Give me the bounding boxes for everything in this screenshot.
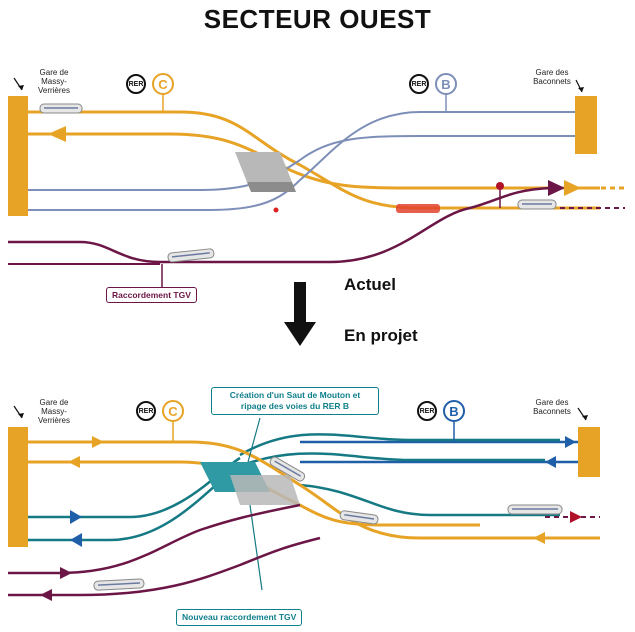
rer-badge-b-bottom: RER xyxy=(417,401,437,421)
station-baconnets-block-bottom xyxy=(578,427,600,477)
state-current-label: Actuel xyxy=(344,275,396,294)
rer-badge-c-bottom: RER xyxy=(136,401,156,421)
station-label-massy-top: Gare de Massy-Verrières xyxy=(37,68,70,95)
rer-b-badge-top: B xyxy=(435,73,457,95)
rer-c-track-upper-top xyxy=(28,110,600,210)
rer-badge-c-top: RER xyxy=(126,74,146,94)
signal-light-top xyxy=(496,182,504,190)
rer-b-track-lower-top xyxy=(28,111,575,211)
teal-track-b xyxy=(229,452,545,472)
state-planned-label: En projet xyxy=(344,326,418,345)
rer-c-arrow-right-a-top xyxy=(548,180,565,196)
rer-c-badge-bottom: C xyxy=(162,400,184,422)
teal-track-a xyxy=(239,433,560,457)
bridge-slab-top-shadow xyxy=(247,182,296,192)
diagram-title: SECTEUR OUEST xyxy=(203,4,432,34)
rer-c-new-upper xyxy=(28,440,600,540)
train-tgv-bottom-left xyxy=(93,578,145,591)
rer-b-badge-bottom: B xyxy=(443,400,465,422)
train-rer-b-top xyxy=(517,199,557,210)
train-rer-b-bottom xyxy=(339,510,379,525)
red-highlight-top xyxy=(396,204,440,213)
rer-c-arrow-right-b-top xyxy=(564,180,581,196)
red-dot-top xyxy=(273,207,279,213)
station-baconnets-block-top xyxy=(575,96,597,154)
rer-c-arrow-left-top xyxy=(48,126,66,142)
down-arrow xyxy=(284,282,316,346)
station-massy-block-bottom xyxy=(8,427,28,547)
tgv-track-top xyxy=(8,186,551,264)
tgv-new-tag: Nouveau raccordement TGV xyxy=(176,609,303,626)
tgv-new-upper xyxy=(8,503,301,575)
rer-c-track-lower-top xyxy=(28,132,600,190)
rer-b-track-upper-top xyxy=(28,135,575,191)
train-tgv-bottom-right xyxy=(507,504,563,515)
train-tgv-top xyxy=(167,248,215,263)
saut-de-mouton-tag: Création d'un Saut de Mouton et ripage d… xyxy=(211,387,379,415)
tgv-current-tag: Raccordement TGV xyxy=(106,287,197,303)
teal-track-e xyxy=(299,483,560,517)
rer-badge-b-top: RER xyxy=(409,74,429,94)
train-rer-c-top xyxy=(39,103,83,114)
bridge-slab-top xyxy=(235,152,292,182)
tgv-new-lower xyxy=(8,536,321,597)
station-label-massy-bottom: Gare de Massy-Verrières xyxy=(37,398,70,425)
train-rer-c-bottom xyxy=(269,456,306,482)
station-label-baconnets-top: Gare des Baconnets xyxy=(533,68,571,86)
station-label-baconnets-bottom: Gare des Baconnets xyxy=(533,398,571,416)
station-massy-block-top xyxy=(8,96,28,216)
bridge-slab-bottom-grey xyxy=(230,475,300,505)
rer-c-badge-top: C xyxy=(152,73,174,95)
